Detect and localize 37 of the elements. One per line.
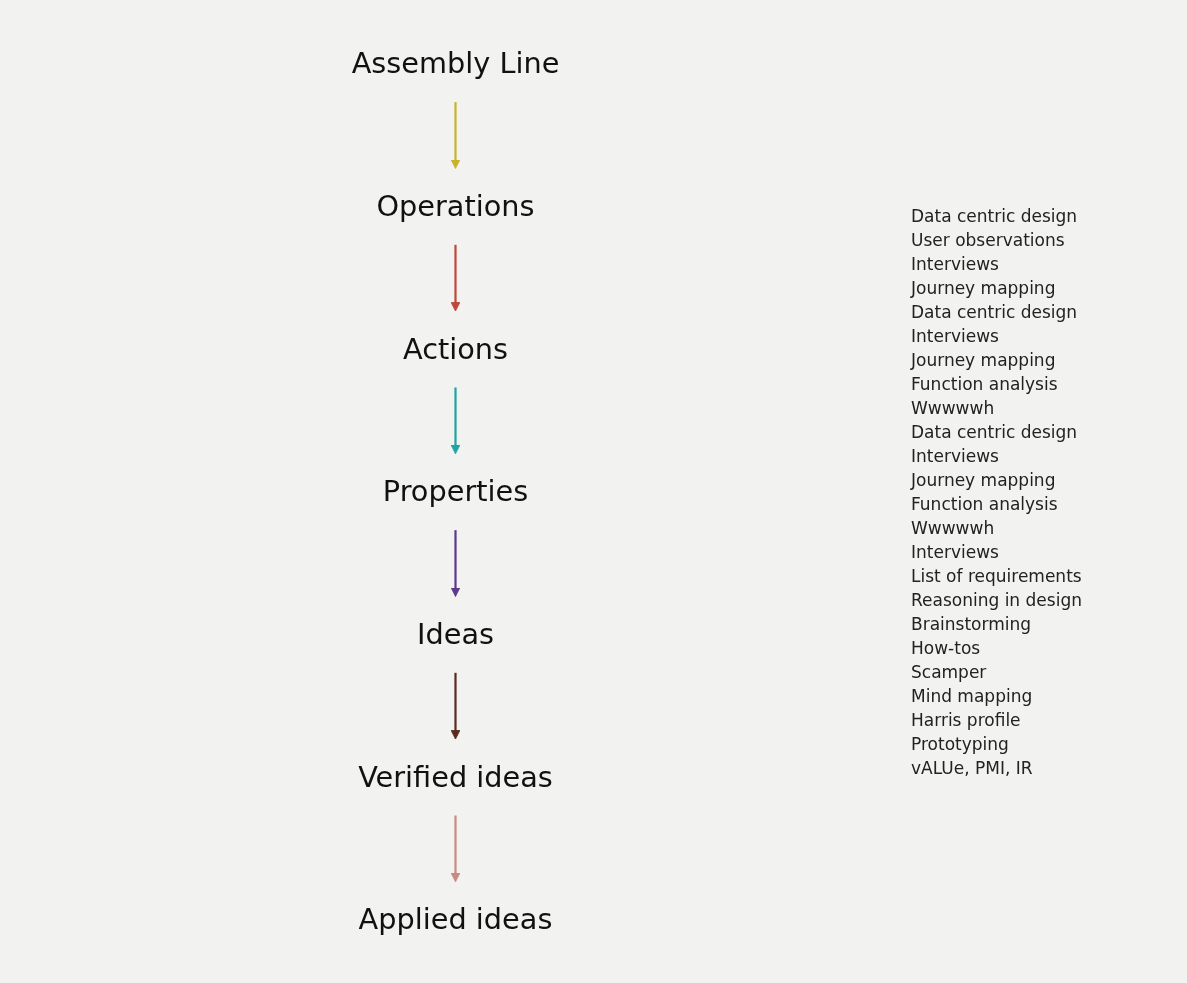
method-label: Brainstorming [911, 613, 1033, 634]
method-label: Scamper [911, 661, 988, 682]
method-label: Interviews [911, 325, 1000, 346]
method-label: Harris profile [911, 709, 1022, 730]
method-label: Journey mapping [911, 277, 1057, 298]
arrow [450, 101, 461, 169]
arrow [450, 529, 461, 597]
method-label: Data centric design [911, 205, 1079, 226]
method-label: Prototyping [911, 733, 1010, 754]
method-label: Mind mapping [911, 685, 1034, 706]
method-label: How-tos [911, 637, 982, 658]
node-text: Operations [376, 189, 535, 223]
method-label: Journey mapping [911, 469, 1057, 490]
method-label: User observations [911, 229, 1066, 250]
method-label: List of requirements [911, 565, 1083, 586]
method-label: Function analysis [911, 373, 1059, 394]
method-label: vALUe, PMI, IR [911, 757, 1034, 778]
method-label: Interviews [911, 253, 1000, 274]
arrow [450, 672, 461, 740]
method-label: Function analysis [911, 493, 1059, 514]
arrow [450, 387, 461, 454]
method-label: Data centric design [911, 301, 1079, 322]
method-label: Interviews [911, 445, 1000, 466]
node-text: Ideas [416, 617, 495, 651]
method-label: Reasoning in design [911, 589, 1083, 610]
node-text: Assembly Line [351, 46, 560, 80]
arrow [450, 815, 461, 882]
method-label: Journey mapping [911, 349, 1057, 370]
method-label: Wwwwwh [911, 517, 996, 538]
method-label: Interviews [911, 541, 1000, 562]
method-label: Wwwwwh [911, 397, 996, 418]
node-text: Properties [382, 474, 529, 508]
node-text: Verified ideas [358, 759, 553, 793]
method-label: Data centric design [911, 421, 1079, 442]
arrow [450, 244, 461, 312]
node-text: Applied ideas [358, 902, 553, 936]
node-text: Actions [402, 331, 509, 365]
